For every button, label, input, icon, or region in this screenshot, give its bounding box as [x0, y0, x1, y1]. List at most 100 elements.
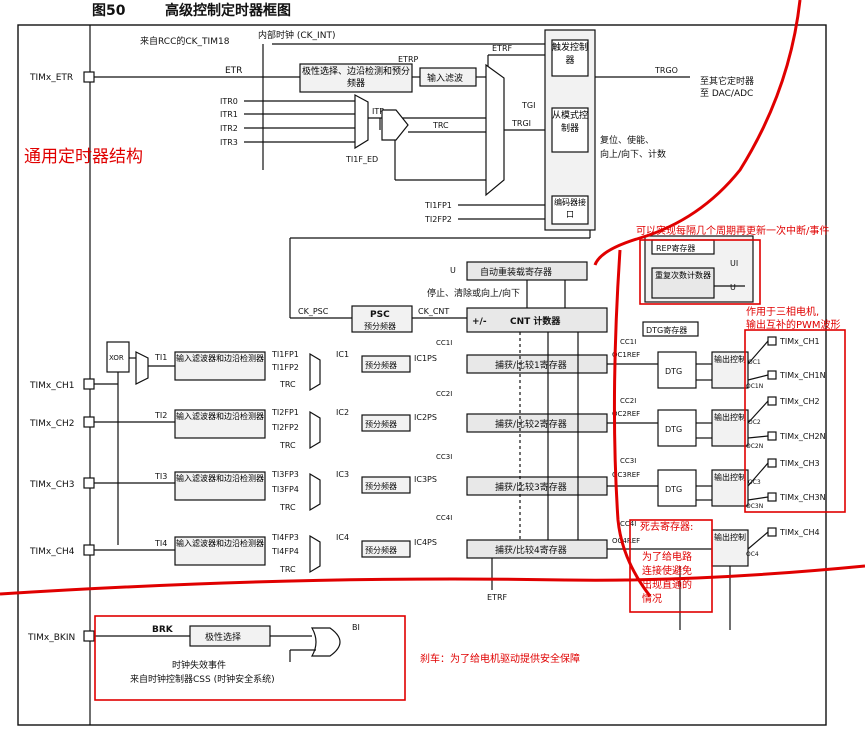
svg-text:IC1PS: IC1PS: [414, 354, 437, 363]
itr-mux: [354, 93, 369, 150]
ch3-input-filter: [174, 471, 266, 501]
svg-text:PSC: PSC: [370, 310, 390, 320]
pin-etr: [83, 71, 95, 83]
reset-enable-note: 复位、使能、: [600, 134, 654, 146]
svg-text:OC4REF: OC4REF: [612, 537, 640, 545]
cnt-counter: [466, 307, 608, 333]
rep-highlight: [639, 239, 761, 305]
svg-text:DTG: DTG: [665, 485, 682, 494]
svg-text:TIMx_CH4: TIMx_CH4: [779, 528, 820, 537]
etrf-signal: ETRF: [492, 44, 513, 53]
clock-fail-note: 时钟失效事件: [172, 659, 226, 671]
svg-text:TI4: TI4: [154, 539, 167, 548]
pin-ch2: [83, 416, 95, 428]
svg-text:+/-: +/-: [472, 317, 487, 327]
red-divider: [0, 564, 865, 596]
ch1-input-filter: [174, 351, 266, 381]
svg-text:OC4: OC4: [746, 551, 759, 558]
ch2-input-filter: [174, 409, 266, 439]
svg-text:UI: UI: [730, 259, 738, 268]
slave-mode-controller: [551, 107, 589, 153]
svg-text:DTG: DTG: [665, 367, 682, 376]
out-ch4: 输出控制 OC4: [711, 529, 759, 567]
svg-text:TI2: TI2: [154, 411, 167, 420]
svg-text:OC3REF: OC3REF: [612, 471, 640, 479]
dtg-ch2: DTG 输出控制 OC2 OC2N: [657, 409, 763, 450]
svg-text:DTG寄存器: DTG寄存器: [646, 325, 687, 335]
brake-highlight: [94, 615, 406, 701]
encoder-interface: [551, 195, 589, 225]
itr-signal: ITR: [372, 107, 385, 116]
svg-text:CC2I: CC2I: [620, 397, 636, 405]
svg-text:情况: 情况: [642, 592, 662, 605]
tgi-signal: TGI: [521, 101, 535, 110]
stop-clear-note: 停止、清除或向上/向下: [427, 287, 520, 299]
pin-etr-label: TIMx_ETR: [29, 73, 73, 83]
svg-text:TI1FP1: TI1FP1: [271, 350, 299, 359]
ti1f-ed-or: [381, 109, 409, 141]
svg-text:预分频器: 预分频器: [365, 545, 397, 555]
svg-text:CC1I: CC1I: [620, 338, 636, 346]
svg-text:ITR2: ITR2: [220, 124, 238, 133]
svg-text:TIMx_CH3N: TIMx_CH3N: [779, 493, 826, 502]
svg-text:TI3FP3: TI3FP3: [271, 470, 299, 479]
svg-text:TIMx_CH3: TIMx_CH3: [29, 480, 75, 490]
svg-text:IC3: IC3: [336, 470, 349, 479]
svg-text:TRC: TRC: [279, 503, 296, 512]
etr-signal: ETR: [225, 66, 242, 76]
output-pins: TIMx_CH1 TIMx_CH1N TIMx_CH2 TIMx_CH2N TI…: [747, 336, 826, 550]
pin-ch4: [83, 544, 95, 556]
svg-text:OC3N: OC3N: [746, 503, 763, 510]
svg-text:U: U: [450, 266, 456, 275]
svg-text:IC4: IC4: [336, 533, 349, 542]
svg-text:BRK: BRK: [152, 625, 174, 635]
svg-text:IC2PS: IC2PS: [414, 413, 437, 422]
red-curve: [593, 0, 802, 266]
svg-text:作用于三相电机,: 作用于三相电机,: [746, 305, 819, 318]
svg-text:极性选择: 极性选择: [205, 631, 241, 643]
svg-text:ITR1: ITR1: [220, 110, 238, 119]
svg-text:TIMx_CH2: TIMx_CH2: [29, 419, 75, 429]
svg-text:ITR3: ITR3: [220, 138, 238, 147]
red-left-curve: [612, 249, 652, 597]
channel-3: TIMx_CH3 TI3 输入滤波器和边沿检测器 TI3FP3 TI3FP4 T…: [29, 453, 640, 512]
svg-text:CC3I: CC3I: [436, 453, 452, 461]
svg-text:TIMx_CH2: TIMx_CH2: [779, 397, 820, 406]
svg-text:捕获/比较3寄存器: 捕获/比较3寄存器: [495, 481, 567, 493]
pin-ch3: [83, 477, 95, 489]
svg-text:TI2FP2: TI2FP2: [271, 423, 299, 432]
trigger-controller: [551, 39, 589, 77]
int-clock-label: 内部时钟 (CK_INT): [258, 29, 335, 41]
svg-text:TI1FP2: TI1FP2: [271, 363, 299, 372]
svg-text:自动重装载寄存器: 自动重装载寄存器: [480, 266, 552, 278]
rep-annotation: 可以实现每隔几个周期再更新一次中断/事件: [636, 224, 829, 237]
output-highlight: [744, 329, 846, 513]
svg-text:CC2I: CC2I: [436, 390, 452, 398]
etrf-bottom: ETRF: [487, 593, 508, 602]
svg-text:IC4PS: IC4PS: [414, 538, 437, 547]
dtg-ch1: DTG 输出控制 OC1 OC1N: [657, 351, 763, 390]
svg-text:TI1: TI1: [154, 353, 167, 362]
input-filter-text: 输入滤波: [427, 72, 463, 84]
to-dac-adc: 至 DAC/ADC: [700, 88, 753, 99]
svg-text:TRC: TRC: [279, 441, 296, 450]
svg-text:预分频器: 预分频器: [365, 360, 397, 370]
svg-text:CC1I: CC1I: [436, 339, 452, 347]
etrp-signal: ETRP: [398, 55, 419, 64]
rcc-clock-label: 来自RCC的CK_TIM18: [140, 35, 230, 47]
svg-text:输出互补的PWM波形: 输出互补的PWM波形: [746, 318, 841, 331]
svg-text:TRC: TRC: [279, 380, 296, 389]
svg-text:TI4FP4: TI4FP4: [271, 547, 299, 556]
svg-text:TIMx_CH1: TIMx_CH1: [29, 381, 75, 391]
svg-text:IC3PS: IC3PS: [414, 475, 437, 484]
css-note: 来自时钟控制器CSS (时钟安全系统): [130, 673, 275, 685]
svg-text:REP寄存器: REP寄存器: [656, 243, 695, 253]
general-timer-annotation: 通用定时器结构: [24, 147, 143, 167]
outer-frame: [17, 24, 827, 726]
trigger-mux: [485, 63, 505, 197]
polarity-filter-block: [299, 63, 413, 93]
up-down-note: 向上/向下、计数: [600, 148, 666, 160]
svg-text:预分频器: 预分频器: [364, 321, 396, 331]
psc-block: [351, 305, 413, 333]
